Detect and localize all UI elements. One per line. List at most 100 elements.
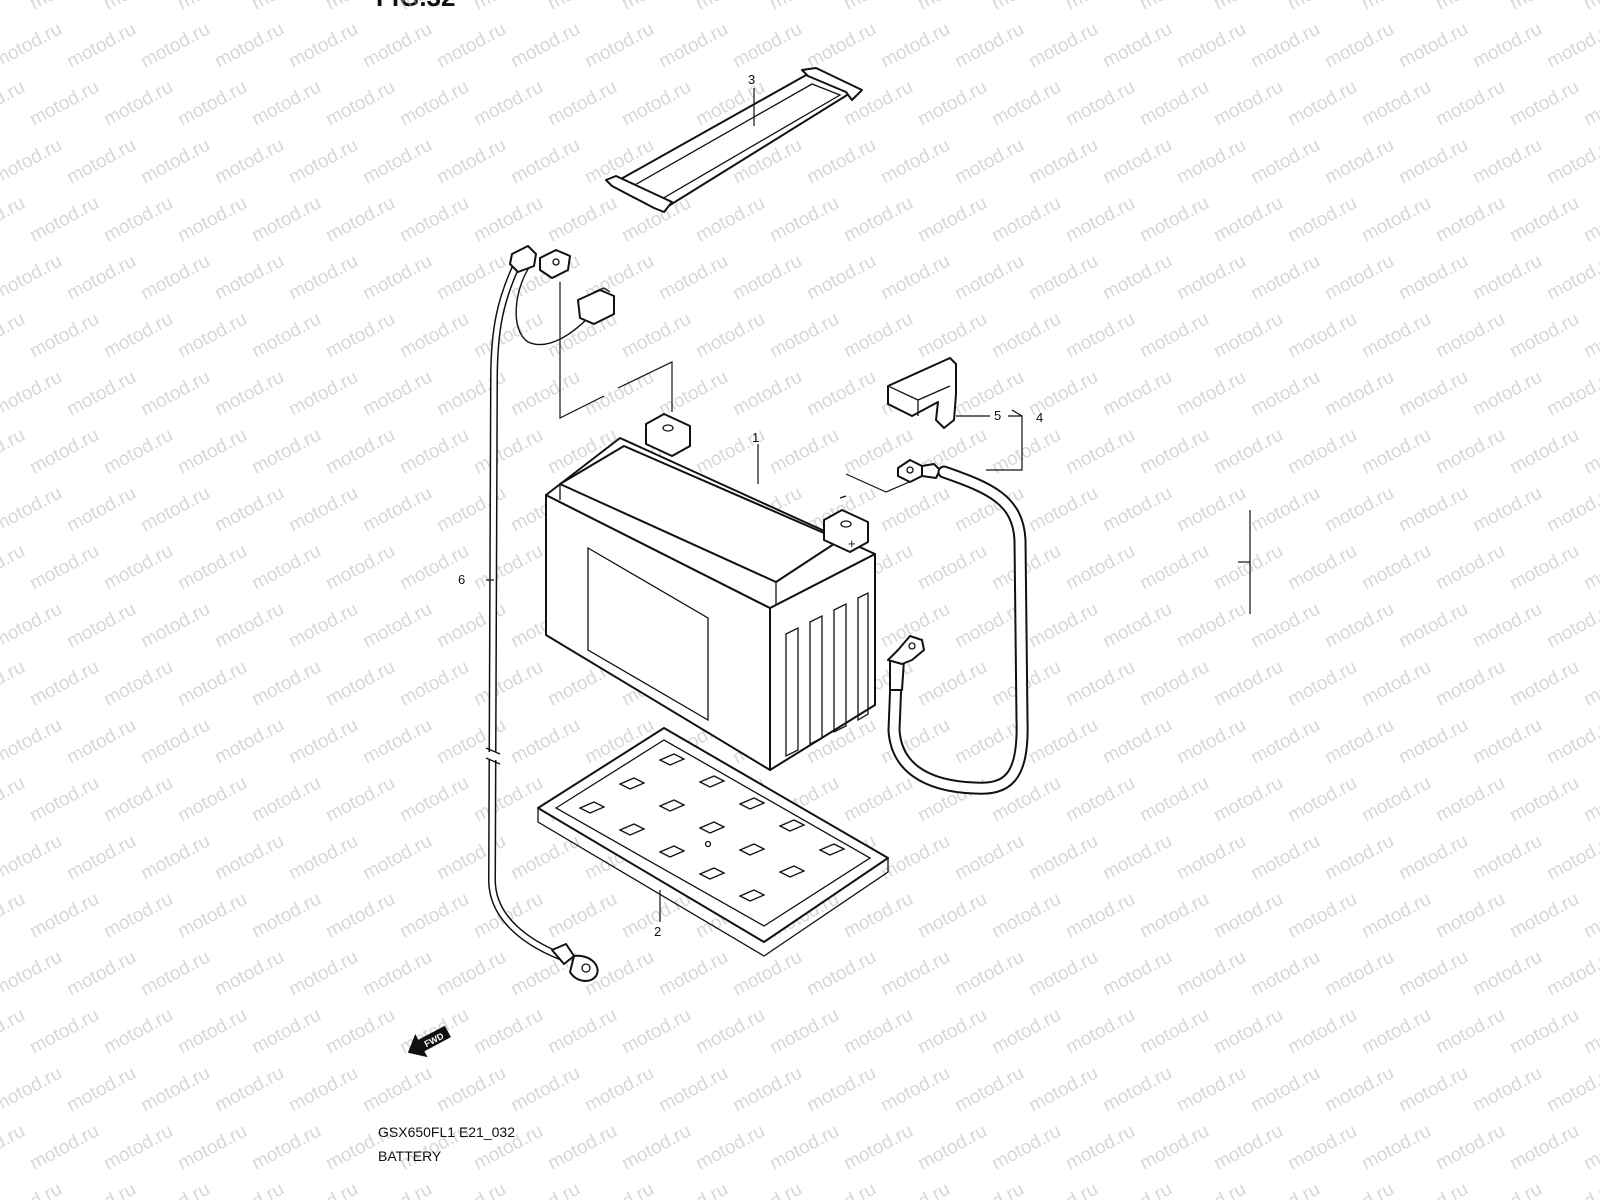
watermark-text: motod.ru	[0, 1179, 66, 1200]
watermark-text: motod.ru	[766, 1121, 842, 1175]
watermark-text: motod.ru	[1062, 657, 1138, 711]
watermark-text: motod.ru	[285, 599, 361, 653]
watermark-text: motod.ru	[544, 77, 620, 131]
watermark-text: motod.ru	[1099, 1179, 1175, 1200]
watermark-text: motod.ru	[1284, 889, 1360, 943]
svg-text:+: +	[848, 536, 856, 551]
watermark-text: motod.ru	[1210, 657, 1286, 711]
watermark-text: motod.ru	[1395, 19, 1471, 73]
watermark-text: motod.ru	[729, 1179, 805, 1200]
watermark-text: motod.ru	[137, 1063, 213, 1117]
watermark-text: motod.ru	[211, 599, 287, 653]
watermark-text: motod.ru	[877, 19, 953, 73]
watermark-text: motod.ru	[470, 657, 546, 711]
watermark-text: motod.ru	[1210, 425, 1286, 479]
watermark-text: motod.ru	[988, 889, 1064, 943]
watermark-text: motod.ru	[359, 599, 435, 653]
watermark-text: motod.ru	[1432, 309, 1508, 363]
watermark-text: motod.ru	[840, 193, 916, 247]
watermark-text: motod.ru	[1062, 889, 1138, 943]
watermark-text: motod.ru	[1099, 251, 1175, 305]
watermark-text: motod.ru	[359, 715, 435, 769]
battery-tray[interactable]	[537, 727, 889, 957]
watermark-text: motod.ru	[322, 309, 398, 363]
watermark-text: motod.ru	[1025, 831, 1101, 885]
watermark-text: motod.ru	[1469, 1179, 1545, 1200]
watermark-text: motod.ru	[877, 1063, 953, 1117]
watermark-text: motod.ru	[1432, 425, 1508, 479]
watermark-text: motod.ru	[1321, 715, 1397, 769]
watermark-text: motod.ru	[1506, 889, 1582, 943]
watermark-text: motod.ru	[729, 367, 805, 421]
watermark-text: motod.ru	[803, 947, 879, 1001]
tray-slots	[578, 753, 846, 902]
harness-lead[interactable]	[484, 245, 615, 982]
watermark-text: motod.ru	[766, 0, 842, 14]
watermark-text: motod.ru	[544, 0, 620, 14]
watermark-text: motod.ru	[248, 425, 324, 479]
watermark-text: motod.ru	[1099, 19, 1175, 73]
watermark-text: motod.ru	[433, 831, 509, 885]
battery-strap[interactable]	[605, 67, 863, 213]
watermark-text: motod.ru	[1321, 367, 1397, 421]
watermark-text: motod.ru	[1358, 425, 1434, 479]
watermark-text: motod.ru	[618, 0, 694, 14]
watermark-text: motod.ru	[1506, 0, 1582, 14]
watermark-text: motod.ru	[174, 889, 250, 943]
watermark-text: motod.ru	[211, 831, 287, 885]
watermark-text: motod.ru	[359, 367, 435, 421]
watermark-text: motod.ru	[359, 135, 435, 189]
watermark-text: motod.ru	[137, 135, 213, 189]
watermark-text: motod.ru	[211, 19, 287, 73]
watermark-text: motod.ru	[137, 715, 213, 769]
watermark-text: motod.ru	[0, 77, 29, 131]
watermark-text: motod.ru	[877, 135, 953, 189]
watermark-text: motod.ru	[248, 1005, 324, 1059]
watermark-text: motod.ru	[63, 599, 139, 653]
watermark-text: motod.ru	[1247, 483, 1323, 537]
watermark-text: motod.ru	[618, 309, 694, 363]
watermark-text: motod.ru	[1321, 599, 1397, 653]
battery[interactable]: +	[545, 413, 876, 771]
watermark-text: motod.ru	[100, 425, 176, 479]
terminal-cap[interactable]	[887, 357, 957, 429]
watermark-text: motod.ru	[1358, 889, 1434, 943]
watermark-text: motod.ru	[1358, 657, 1434, 711]
watermark-text: motod.ru	[1025, 483, 1101, 537]
watermark-text: motod.ru	[1210, 541, 1286, 595]
watermark-text: motod.ru	[433, 135, 509, 189]
watermark-text: motod.ru	[1284, 309, 1360, 363]
watermark-text: motod.ru	[1247, 1179, 1323, 1200]
callout-leaders	[486, 88, 1251, 922]
watermark-text: motod.ru	[1136, 1005, 1212, 1059]
watermark-text: motod.ru	[285, 251, 361, 305]
watermark-text: motod.ru	[100, 309, 176, 363]
watermark-text: motod.ru	[433, 1063, 509, 1117]
watermark-text: motod.ru	[1210, 889, 1286, 943]
watermark-text: motod.ru	[396, 425, 472, 479]
watermark-text: motod.ru	[766, 1005, 842, 1059]
watermark-text: motod.ru	[433, 715, 509, 769]
watermark-text: motod.ru	[396, 889, 472, 943]
watermark-text: motod.ru	[174, 77, 250, 131]
watermark-text: motod.ru	[100, 0, 176, 14]
watermark-text: motod.ru	[211, 1179, 287, 1200]
watermark-text: motod.ru	[285, 715, 361, 769]
watermark-text: motod.ru	[951, 251, 1027, 305]
watermark-text: motod.ru	[396, 773, 472, 827]
battery-cable[interactable]	[887, 459, 1029, 795]
watermark-text: motod.ru	[1395, 483, 1471, 537]
watermark-text: motod.ru	[63, 135, 139, 189]
watermark-text: motod.ru	[1136, 657, 1212, 711]
watermark-text: motod.ru	[1210, 773, 1286, 827]
watermark-text: motod.ru	[581, 19, 657, 73]
watermark-text: motod.ru	[1173, 367, 1249, 421]
watermark-text: motod.ru	[1543, 251, 1600, 305]
watermark-text: motod.ru	[951, 947, 1027, 1001]
watermark-text: motod.ru	[1247, 599, 1323, 653]
watermark-text: motod.ru	[877, 1179, 953, 1200]
watermark-text: motod.ru	[174, 1005, 250, 1059]
watermark-text: motod.ru	[0, 1005, 29, 1059]
watermark-text: motod.ru	[1580, 425, 1600, 479]
